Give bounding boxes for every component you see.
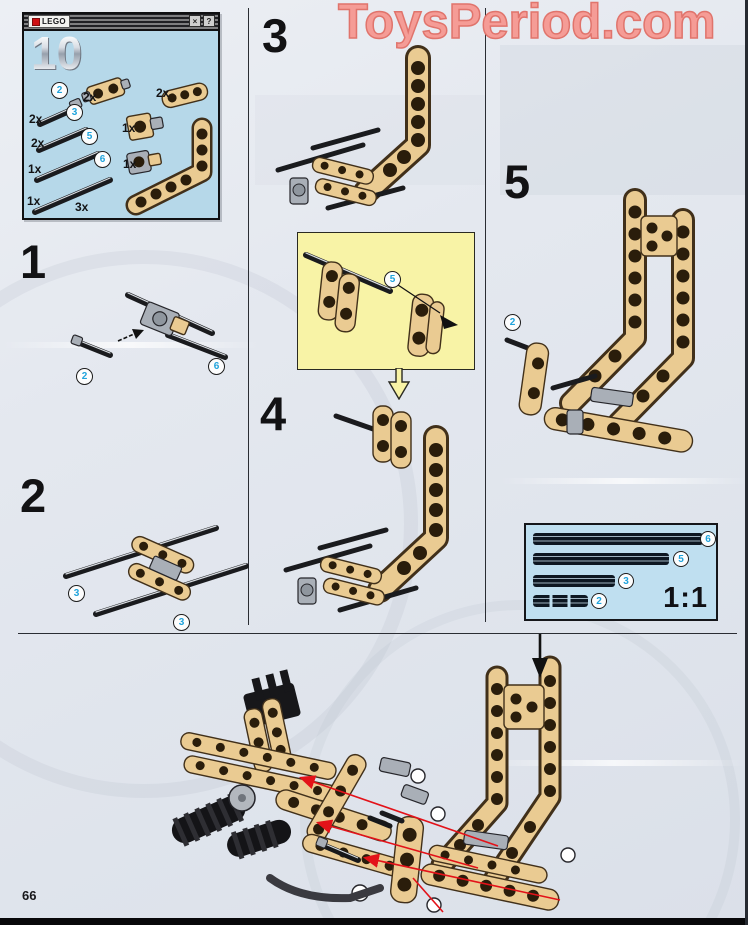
background-ghost-panel — [500, 45, 748, 195]
step-2-callout-3a: 3 — [68, 585, 85, 602]
window-close-icon: × — [189, 15, 201, 27]
axle-long-icon — [34, 151, 101, 183]
lego-logo-text: LEGO — [42, 17, 66, 26]
step-1-callout-2: 2 — [76, 368, 93, 385]
step-4-illustration — [283, 405, 449, 613]
scale-callout-6: 6 — [700, 531, 716, 547]
step-4-number: 4 — [260, 387, 287, 440]
watermark: ToysPeriod.com — [337, 0, 716, 50]
part-count: 2x — [83, 90, 97, 104]
axle-medium-icon — [36, 127, 89, 153]
lego-logo-icon — [32, 17, 40, 26]
scale-axle-6 — [533, 533, 703, 545]
background-streak — [500, 478, 748, 484]
part-callout-5: 5 — [81, 128, 98, 145]
background-streak — [480, 760, 748, 766]
step-2-number: 2 — [20, 469, 47, 522]
scale-axle-3 — [533, 575, 615, 587]
subassembly-illustration — [379, 655, 576, 913]
part-count: 2x — [29, 112, 43, 126]
part-callout-6: 6 — [94, 151, 111, 168]
scale-callout-3: 3 — [618, 573, 634, 589]
background-streak — [0, 342, 260, 348]
flat-oval-beam-icon — [161, 82, 209, 109]
axle-pin-connector-icon — [126, 150, 162, 175]
black-ribbed-part-2 — [227, 819, 292, 860]
step-5-illustration — [504, 188, 695, 453]
detail-callout-box: 5 — [297, 232, 475, 370]
step-2-callout-3b: 3 — [173, 614, 190, 631]
step-1-illustration — [70, 292, 228, 360]
step-1-callout-6: 6 — [208, 358, 225, 375]
column-divider-left — [248, 8, 249, 625]
detail-callout-illustration — [303, 252, 458, 357]
page-edge-right — [745, 0, 748, 925]
step-10-number: 10 — [31, 27, 83, 79]
section-divider — [18, 633, 737, 634]
scale-callout-5: 5 — [673, 551, 689, 567]
window-titlebar: LEGO × ? — [24, 14, 218, 31]
step-1-number: 1 — [20, 235, 47, 288]
part-count: 1x — [123, 157, 137, 171]
part-callout-3: 3 — [66, 104, 83, 121]
lego-logo: LEGO — [28, 15, 70, 28]
angular-beam-icon — [125, 117, 213, 216]
page-number: 66 — [22, 888, 37, 903]
pin-connector-block-icon — [125, 112, 164, 141]
black-ribbed-part — [171, 792, 246, 847]
scale-axle-5 — [533, 553, 669, 565]
page-edge-bottom — [0, 918, 748, 925]
step-5-number: 5 — [504, 155, 531, 208]
window-help-icon: ? — [203, 15, 215, 27]
detail-callout-5: 5 — [384, 271, 401, 288]
scale-axle-2 — [533, 595, 588, 607]
part-count: 1x — [27, 194, 41, 208]
callout-to-step4-arrow-icon — [387, 368, 411, 400]
part-callout-2: 2 — [51, 82, 68, 99]
parts-list-window: LEGO × ? 10 — [22, 12, 220, 220]
assembly-arrow-icon — [117, 329, 144, 342]
step-2-illustration — [63, 525, 249, 617]
scale-label: 1:1 — [663, 582, 708, 614]
part-count: 1x — [122, 121, 136, 135]
part-count: 2x — [156, 86, 170, 100]
axle-3-stud-piece — [70, 334, 113, 358]
part-count: 3x — [75, 200, 89, 214]
part-count: 1x — [28, 162, 42, 176]
parts-illustration — [32, 77, 213, 216]
column-divider-right — [485, 8, 486, 622]
scale-callout-2: 2 — [591, 593, 607, 609]
step-3-illustration — [275, 45, 431, 211]
step-5-callout-2: 2 — [504, 314, 521, 331]
axle-extra-long-icon — [32, 177, 113, 215]
part-count: 2x — [31, 136, 45, 150]
double-pin-connector-icon — [81, 77, 131, 105]
scale-1to1-box: 6 5 3 2 1:1 — [524, 523, 718, 621]
step-3-number: 3 — [262, 9, 289, 62]
